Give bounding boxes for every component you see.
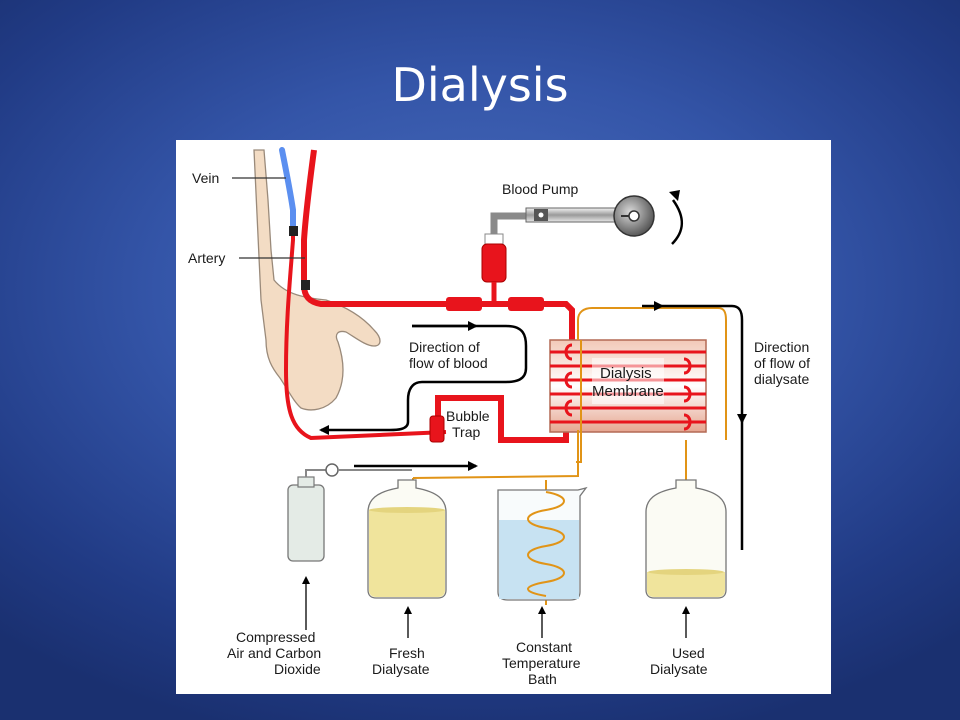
bubble-trap-label-line1: Bubble <box>446 408 490 424</box>
compressed-gas-cylinder <box>287 463 412 562</box>
arm-illustration <box>253 149 381 411</box>
fresh-dialysate-label-line2: Dialysate <box>372 661 430 677</box>
artery-needle-clip <box>301 280 310 290</box>
pump-rotation-arrow-icon <box>669 190 680 201</box>
fresh-dialysate-bottle <box>367 479 447 599</box>
used-dialysate-bottle <box>645 479 727 599</box>
vein-needle-clip <box>289 226 298 236</box>
direction-dialysate-label-line3: dialysate <box>754 371 809 387</box>
slide-title: Dialysis <box>391 58 569 112</box>
artery-label: Artery <box>188 250 225 266</box>
label-pointer-arrows <box>302 576 690 638</box>
used-dialysate-label-line1: Used <box>672 645 705 661</box>
venous-return-tube <box>283 232 447 441</box>
membrane-label-line2: Membrane <box>592 383 664 400</box>
blood-pump-label: Blood Pump <box>502 181 578 197</box>
blood-tubing-to-membrane <box>435 297 575 443</box>
constant-temperature-bath <box>497 486 588 601</box>
direction-dialysate-label-line2: of flow of <box>754 355 810 371</box>
direction-blood-label-line1: Direction of <box>409 339 480 355</box>
flow-arrows <box>319 301 747 550</box>
membrane-label-line1: Dialysis <box>600 365 652 382</box>
blood-pump <box>481 190 684 302</box>
dialysis-diagram: Vein Artery Blood Pump Bubble Trap <box>176 140 831 694</box>
dialysis-membrane <box>549 339 707 433</box>
constant-temperature-label-line3: Bath <box>528 671 557 687</box>
artery-line <box>301 149 446 307</box>
fresh-dialysate-label-line1: Fresh <box>389 645 425 661</box>
used-dialysate-label-line2: Dialysate <box>650 661 708 677</box>
compressed-air-label-line1: Compressed <box>236 629 315 645</box>
bubble-trap-label-line2: Trap <box>452 424 480 440</box>
direction-dialysate-label-line1: Direction <box>754 339 809 355</box>
compressed-air-label-line2: Air and Carbon <box>227 645 321 661</box>
compressed-air-label-line3: Dioxide <box>274 661 321 677</box>
direction-blood-label-line2: flow of blood <box>409 355 488 371</box>
vein-line <box>279 147 296 235</box>
bubble-trap <box>429 415 445 443</box>
constant-temperature-label-line2: Temperature <box>502 655 581 671</box>
constant-temperature-label-line1: Constant <box>516 639 572 655</box>
vein-label: Vein <box>192 170 219 186</box>
